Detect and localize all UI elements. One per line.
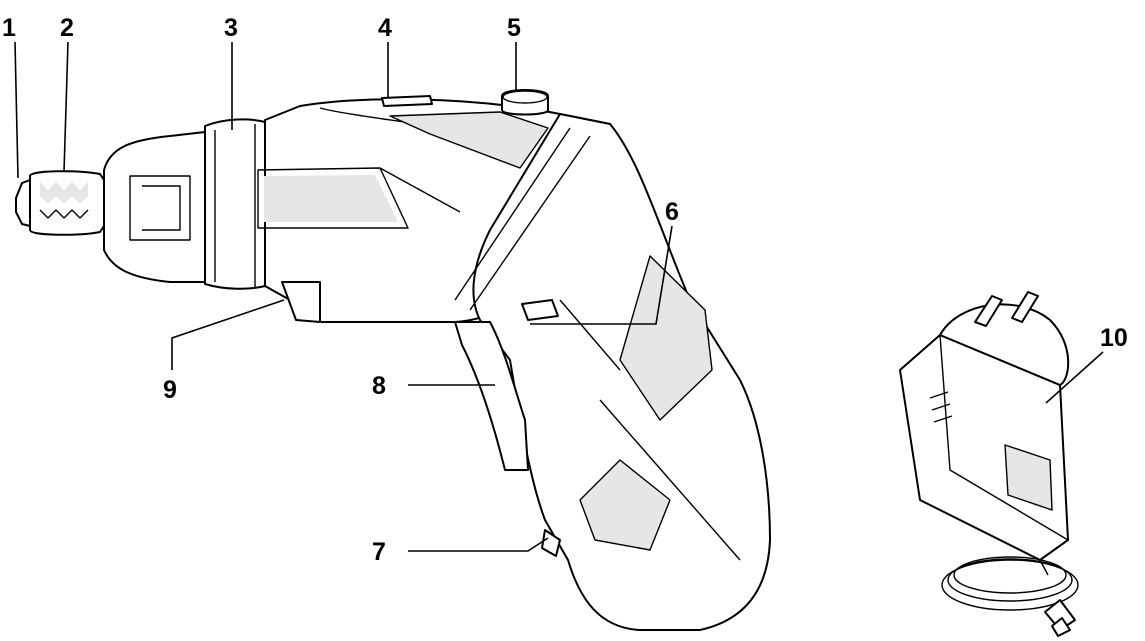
callout-label-7: 7	[372, 538, 386, 566]
callout-label-9: 9	[163, 376, 177, 404]
work-light	[281, 281, 321, 323]
indicator-light	[521, 299, 559, 321]
grip-panel-upper	[620, 256, 712, 420]
plug-prongs	[974, 295, 1003, 327]
leader-1	[14, 41, 19, 179]
callout-label-8: 8	[372, 372, 386, 400]
chuck-collar	[29, 170, 105, 236]
leader-10	[1045, 351, 1104, 404]
callout-label-10: 10	[1100, 324, 1128, 352]
trigger-switch	[454, 321, 529, 471]
charger-illustration	[899, 291, 1079, 637]
callout-label-3: 3	[224, 14, 238, 42]
leader-7	[408, 537, 549, 552]
callout-label-2: 2	[60, 14, 74, 42]
leader-2	[63, 41, 69, 173]
leader-lines	[14, 41, 1104, 552]
callout-label-1: 1	[2, 14, 16, 42]
handle	[472, 113, 771, 631]
callout-label-5: 5	[507, 14, 521, 42]
bit-holder	[15, 179, 31, 227]
torque-ring	[204, 118, 266, 290]
leader-6	[530, 225, 673, 325]
callout-labels: 1 2 3 4 5 6 7 8 9 10	[2, 14, 1128, 566]
screwdriver-illustration	[15, 89, 771, 631]
chuck-knurl	[40, 182, 88, 204]
side-vent	[257, 167, 409, 229]
pivot-button	[501, 89, 549, 116]
top-plate	[390, 112, 548, 168]
callout-label-4: 4	[378, 14, 392, 42]
direction-switch	[381, 95, 433, 107]
leader-9	[171, 299, 285, 370]
callout-label-6: 6	[665, 198, 679, 226]
charger-cord	[941, 559, 1079, 611]
